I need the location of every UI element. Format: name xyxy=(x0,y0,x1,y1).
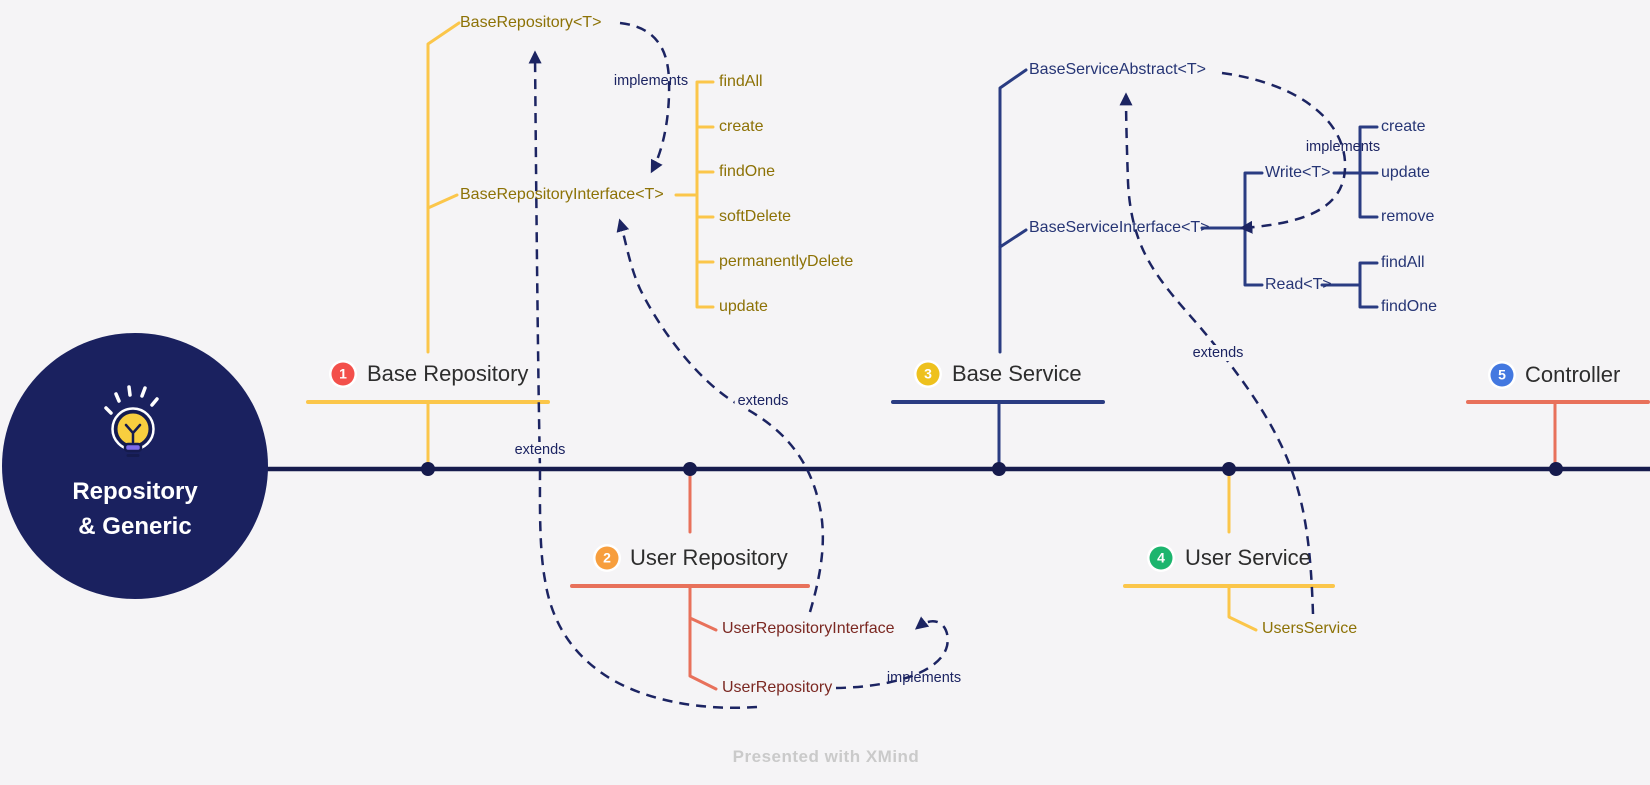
user-repository-branch-lines xyxy=(570,469,810,691)
topic-number-badge-1: 1 xyxy=(331,362,355,386)
branch-elbow xyxy=(998,228,1028,249)
subtopic-user-repository-interface[interactable]: UserRepositoryInterface xyxy=(722,620,895,637)
branch-elbow xyxy=(426,193,459,210)
base-service-branch-lines xyxy=(891,68,1379,467)
topic-base-service[interactable]: Base Service xyxy=(952,361,1082,386)
subtopic-base-service-interface[interactable]: BaseServiceInterface<T> xyxy=(1029,219,1210,236)
methods-bracket xyxy=(674,80,715,309)
timeline-dot-2 xyxy=(683,462,697,476)
topic-base-repository[interactable]: Base Repository xyxy=(367,361,529,386)
user-service-branch-lines xyxy=(1123,469,1335,632)
timeline xyxy=(266,462,1650,476)
central-topic[interactable]: Repository & Generic xyxy=(2,333,268,599)
children-elbows xyxy=(1227,584,1258,632)
timeline-dot-3 xyxy=(992,462,1006,476)
rel-implements-userrepo xyxy=(835,616,949,690)
central-topic-title-line1: Repository xyxy=(72,478,198,505)
rel-label-extends-userrepo-interface[interactable]: extends xyxy=(734,393,792,409)
topic-number-badge-4: 4 xyxy=(1149,546,1173,570)
write-methods-bracket xyxy=(1332,125,1379,219)
timeline-dot-1 xyxy=(421,462,435,476)
rel-implements-baserepo xyxy=(619,21,671,174)
subtopic-user-repository-class[interactable]: UserRepository xyxy=(722,679,833,696)
method-findall[interactable]: findAll xyxy=(719,73,763,90)
rel-label-implements-userrepo[interactable]: implements xyxy=(886,670,962,686)
timeline-dot-4 xyxy=(1222,462,1236,476)
write-read-bracket xyxy=(1200,171,1264,287)
rel-label-extends-userrepo[interactable]: extends xyxy=(511,442,569,458)
topic-user-service[interactable]: User Service xyxy=(1185,545,1311,570)
method-read-findall[interactable]: findAll xyxy=(1381,254,1425,271)
subtopic-base-service-abstract[interactable]: BaseServiceAbstract<T> xyxy=(1029,61,1206,78)
rel-label-implements-baseservice[interactable]: implements xyxy=(1305,139,1381,155)
subtopic-base-repository-class[interactable]: BaseRepository<T> xyxy=(460,14,602,31)
topic-number-badge-5: 5 xyxy=(1490,363,1514,387)
xmind-watermark: Presented with XMind xyxy=(732,747,920,766)
method-write-remove[interactable]: remove xyxy=(1381,208,1435,225)
relationship-curves xyxy=(528,21,1347,710)
subtopic-base-repository-interface[interactable]: BaseRepositoryInterface<T> xyxy=(460,186,664,203)
timeline-dot-5 xyxy=(1549,462,1563,476)
method-create[interactable]: create xyxy=(719,118,764,135)
children-elbows xyxy=(688,584,718,691)
topic-number-badge-2: 2 xyxy=(595,546,619,570)
branch-trunk xyxy=(998,68,1028,354)
rel-extends-usersservice xyxy=(1119,92,1315,615)
method-permanentlydelete[interactable]: permanentlyDelete xyxy=(719,253,854,270)
lightbulb-icon xyxy=(104,385,159,457)
topic-user-repository[interactable]: User Repository xyxy=(630,545,788,570)
rel-extends-userrepo xyxy=(528,50,758,710)
subtopic-users-service[interactable]: UsersService xyxy=(1262,620,1358,637)
rel-label-implements-baserepo[interactable]: implements xyxy=(613,73,689,89)
topic-number-badge-3: 3 xyxy=(916,362,940,386)
subtopic-read[interactable]: Read<T> xyxy=(1265,276,1332,293)
controller-branch-lines xyxy=(1466,400,1650,467)
method-findone[interactable]: findOne xyxy=(719,163,776,180)
read-methods-bracket xyxy=(1320,261,1379,309)
central-topic-title-line2: & Generic xyxy=(78,513,192,540)
method-softdelete[interactable]: softDelete xyxy=(719,208,792,225)
base-repository-branch-lines xyxy=(306,21,715,467)
method-read-findone[interactable]: findOne xyxy=(1381,298,1438,315)
branch-trunk xyxy=(426,21,461,354)
method-write-create[interactable]: create xyxy=(1381,118,1426,135)
rel-implements-baseservice xyxy=(1221,71,1347,234)
subtopic-write[interactable]: Write<T> xyxy=(1265,164,1331,181)
method-write-update[interactable]: update xyxy=(1381,164,1430,181)
method-update[interactable]: update xyxy=(719,298,768,315)
topic-controller[interactable]: Controller xyxy=(1525,362,1621,387)
rel-label-extends-usersservice[interactable]: extends xyxy=(1189,345,1247,361)
